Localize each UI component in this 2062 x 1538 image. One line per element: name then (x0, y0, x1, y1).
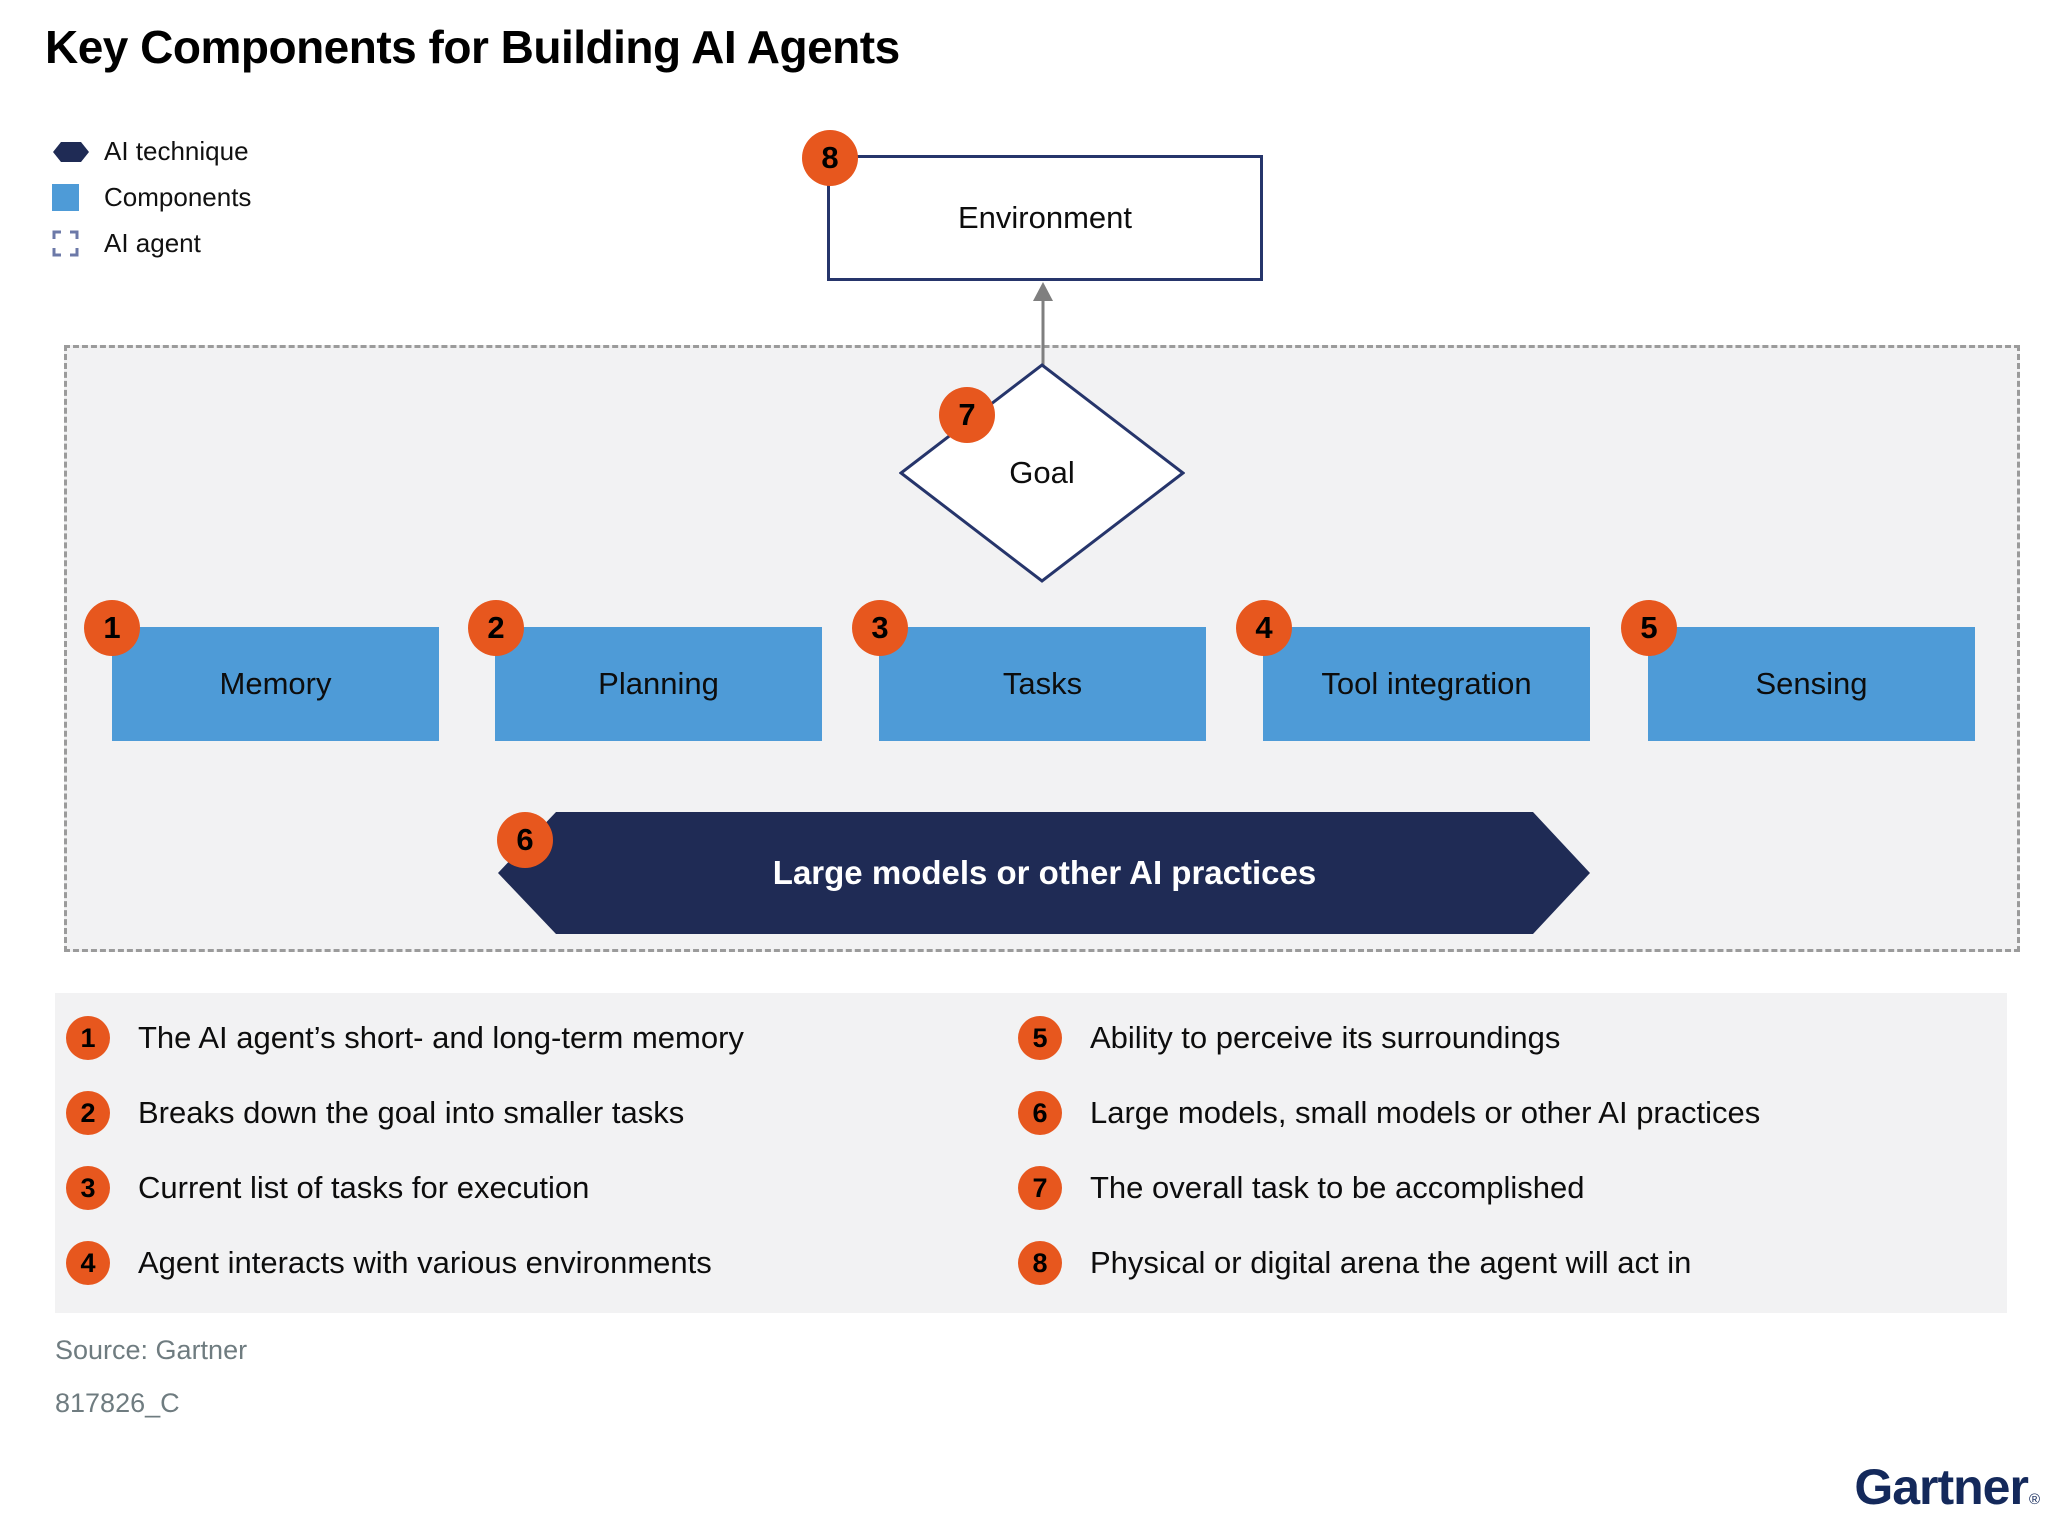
key-text: Breaks down the goal into smaller tasks (138, 1095, 685, 1130)
key-item-4: 4 Agent interacts with various environme… (66, 1241, 744, 1285)
document-code: 817826_C (55, 1388, 180, 1418)
key-badge-8: 8 (1018, 1241, 1062, 1285)
component-node-tool-integration: Tool integration (1263, 627, 1590, 741)
key-text: Current list of tasks for execution (138, 1170, 590, 1205)
source-note: Source: Gartner (55, 1335, 248, 1365)
key-item-1: 1 The AI agent’s short- and long-term me… (66, 1016, 744, 1060)
banner-badge: 6 (497, 812, 553, 868)
corner-brackets-icon (52, 230, 90, 257)
square-icon (52, 184, 90, 211)
environment-badge: 8 (802, 130, 858, 186)
component-label: Tool integration (1321, 666, 1532, 701)
gartner-logo-text: Gartner (1854, 1459, 2029, 1515)
legend-item-ai-technique: AI technique (52, 136, 251, 166)
key-item-6: 6 Large models, small models or other AI… (1018, 1091, 1760, 1135)
goal-label: Goal (1009, 455, 1075, 490)
page-title: Key Components for Building AI Agents (45, 21, 900, 73)
key-badge-6: 6 (1018, 1091, 1062, 1135)
key-column-left: 1 The AI agent’s short- and long-term me… (66, 1016, 744, 1285)
key-badge-3: 3 (66, 1166, 110, 1210)
key-badge-5: 5 (1018, 1016, 1062, 1060)
key-item-3: 3 Current list of tasks for execution (66, 1166, 744, 1210)
goal-node: Goal (899, 363, 1185, 583)
key-badge-4: 4 (66, 1241, 110, 1285)
key-badge-7: 7 (1018, 1166, 1062, 1210)
banner-node-large-models: Large models or other AI practices (498, 812, 1591, 934)
key-item-7: 7 The overall task to be accomplished (1018, 1166, 1760, 1210)
legend-label: AI technique (104, 136, 249, 166)
key-text: Physical or digital arena the agent will… (1090, 1245, 1692, 1280)
component-label: Planning (598, 666, 719, 701)
environment-node: Environment (827, 155, 1263, 281)
component-node-memory: Memory (112, 627, 439, 741)
legend-item-components: Components (52, 182, 252, 212)
legend-item-ai-agent: AI agent (52, 228, 251, 258)
gartner-logo: Gartner® (1854, 1458, 2040, 1516)
key-text: Ability to perceive its surroundings (1090, 1020, 1561, 1055)
key-badge-2: 2 (66, 1091, 110, 1135)
legend-label: Components (104, 182, 252, 212)
component-badge-2: 2 (468, 600, 524, 656)
key-text: Agent interacts with various environment… (138, 1245, 712, 1280)
key-item-2: 2 Breaks down the goal into smaller task… (66, 1091, 744, 1135)
component-node-planning: Planning (495, 627, 822, 741)
component-node-sensing: Sensing (1648, 627, 1975, 741)
component-label: Memory (219, 666, 332, 701)
key-text: The AI agent’s short- and long-term memo… (138, 1020, 744, 1055)
component-badge-3: 3 (852, 600, 908, 656)
arrow-up-icon (1024, 280, 1062, 366)
environment-label: Environment (957, 200, 1133, 235)
banner-label: Large models or other AI practices (772, 854, 1317, 891)
component-label: Sensing (1755, 666, 1868, 701)
hexagon-icon (52, 141, 90, 163)
component-badge-1: 1 (84, 600, 140, 656)
key-item-8: 8 Physical or digital arena the agent wi… (1018, 1241, 1760, 1285)
component-badge-4: 4 (1236, 600, 1292, 656)
key-item-5: 5 Ability to perceive its surroundings (1018, 1016, 1760, 1060)
registered-mark: ® (2028, 1491, 2040, 1508)
key-text: The overall task to be accomplished (1090, 1170, 1585, 1205)
key-badge-1: 1 (66, 1016, 110, 1060)
key-panel: 1 The AI agent’s short- and long-term me… (55, 993, 2007, 1313)
component-badge-5: 5 (1621, 600, 1677, 656)
legend: AI technique Components AI agent (52, 136, 252, 258)
goal-badge: 7 (939, 387, 995, 443)
legend-label: AI agent (104, 228, 201, 258)
key-text: Large models, small models or other AI p… (1090, 1095, 1761, 1130)
component-label: Tasks (1002, 666, 1083, 701)
component-node-tasks: Tasks (879, 627, 1206, 741)
key-column-right: 5 Ability to perceive its surroundings 6… (1018, 1016, 1760, 1285)
